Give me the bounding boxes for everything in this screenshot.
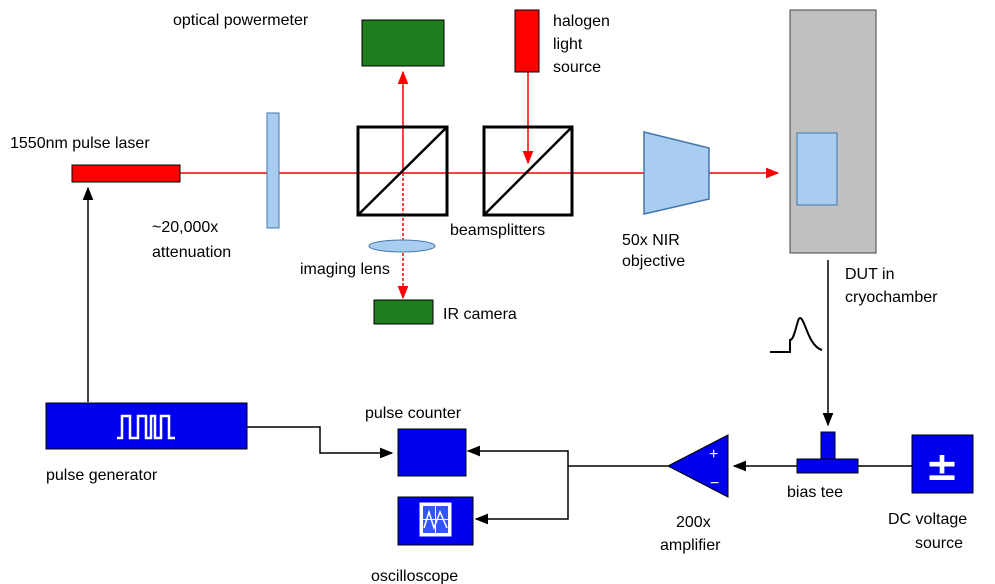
pulse-laser-body (71, 164, 181, 183)
attenuation-label: attenuation (152, 244, 231, 261)
dc-source-label-line2: source (915, 535, 963, 552)
ir-camera-label: IR camera (443, 306, 517, 323)
cryochamber (789, 9, 877, 254)
pulse-counter-label: pulse counter (365, 405, 462, 422)
oscilloscope-label: oscilloscope (371, 568, 458, 584)
beamsplitter-1 (356, 125, 449, 217)
halogen-label-line2: light (553, 36, 583, 53)
detector-pulse-waveform (770, 316, 823, 353)
dc-voltage-source (911, 434, 974, 494)
optical-powermeter (361, 19, 445, 67)
amplifier-minus-sign: − (710, 475, 719, 492)
branch-to-counter-wire (466, 445, 569, 466)
imaging-lens (368, 239, 436, 253)
pulse-generator-label: pulse generator (46, 467, 158, 484)
attenuation-factor-label: ~20,000x (152, 219, 218, 236)
generator-to-counter-wire (247, 426, 394, 459)
beamsplitters-label: beamsplitters (450, 222, 545, 239)
nir-objective (643, 131, 710, 215)
dut-chip (796, 132, 838, 206)
imaging-lens-label: imaging lens (300, 261, 390, 278)
dut-label-line2: cryochamber (845, 289, 938, 306)
beamsplitter-2 (482, 125, 574, 217)
dut-label-line1: DUT in (845, 266, 895, 283)
optical-powermeter-label: optical powermeter (173, 12, 309, 29)
ir-camera (373, 299, 434, 325)
branch-to-oscilloscope-wire (474, 466, 569, 525)
amplifier (666, 434, 729, 498)
pulse-laser-label: 1550nm pulse laser (10, 135, 150, 152)
objective-label-line2: objective (622, 253, 685, 270)
amplifier-label-line1: 200x (676, 514, 711, 531)
oscilloscope-screen-icon (419, 502, 452, 537)
bias-tee (796, 431, 859, 474)
amplifier-plus-sign: + (709, 446, 718, 463)
oscilloscope (397, 496, 474, 546)
dc-source-label-line1: DC voltage (888, 511, 967, 528)
bias-tee-label: bias tee (787, 484, 843, 501)
objective-label-line1: 50x NIR (622, 232, 680, 249)
halogen-light-source (514, 9, 540, 73)
amplifier-label-line2: amplifier (660, 537, 721, 554)
square-wave-icon (117, 414, 175, 440)
halogen-label-line1: halogen (553, 13, 610, 30)
plus-minus-icon: ± (925, 444, 959, 490)
halogen-label-line3: source (553, 59, 601, 76)
attenuator-plate (266, 112, 280, 229)
pulse-counter (397, 428, 467, 477)
pulse-generator (45, 402, 248, 450)
